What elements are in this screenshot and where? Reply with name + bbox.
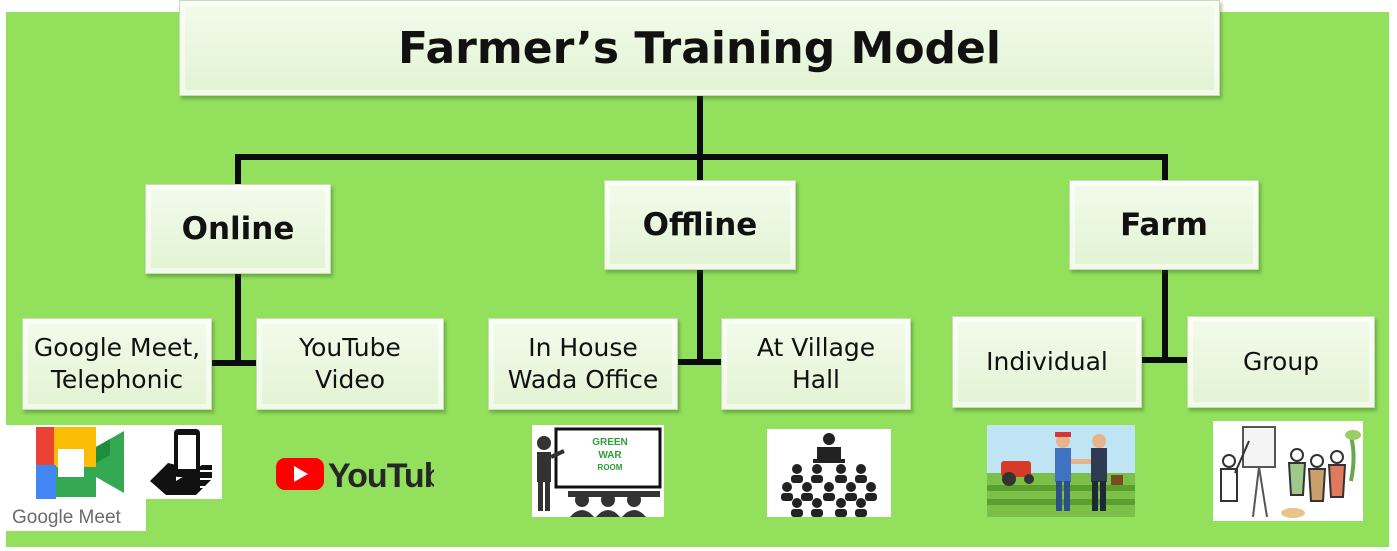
group-training-icon: [1213, 421, 1363, 521]
connector-offline-branch: [677, 359, 722, 365]
google-meet-wordmark: Google Meet: [12, 507, 122, 528]
leaf-group: Group: [1187, 316, 1375, 408]
connector-farm-down: [1162, 154, 1168, 180]
whiteboard-line: WAR: [598, 450, 622, 461]
leaf-individual: Individual: [952, 316, 1142, 408]
leaf-line: Wada Office: [507, 365, 659, 394]
leaf-in-house-wada-office: In House Wada Office: [488, 318, 678, 410]
phone-in-hand-icon: [146, 425, 222, 499]
connector-online-stem: [235, 274, 241, 366]
leaf-line: Hall: [791, 365, 840, 394]
connector-offline-stem: [697, 270, 703, 365]
farmer-handshake-icon: [987, 425, 1135, 517]
leaf-line: Telephonic: [50, 365, 184, 394]
leaf-line: In House: [528, 333, 638, 362]
category-farm: Farm: [1069, 180, 1259, 270]
youtube-logo-icon: YouTube: [274, 454, 462, 495]
connector-farm-branch: [1141, 357, 1188, 363]
google-meet-logo-icon: Google Meet: [6, 425, 146, 531]
connector-online-branch: [211, 360, 257, 366]
leaf-at-village-hall: At Village Hall: [721, 318, 911, 410]
audience-hall-icon: [767, 429, 891, 517]
whiteboard-line: GREEN: [592, 437, 628, 448]
whiteboard-line: ROOM: [598, 463, 623, 472]
category-online: Online: [145, 184, 331, 274]
diagram-title: Farmer’s Training Model: [179, 0, 1220, 96]
leaf-line: Video: [314, 365, 386, 394]
leaf-youtube-video: YouTube Video: [256, 318, 444, 410]
leaf-line: Group: [1242, 347, 1320, 376]
leaf-google-meet-telephonic: Google Meet, Telephonic: [22, 318, 212, 410]
leaf-line: Google Meet,: [33, 333, 201, 362]
connector-root-vertical: [697, 96, 703, 160]
connector-farm-stem: [1162, 270, 1168, 363]
youtube-wordmark: YouTube: [328, 457, 434, 494]
presentation-whiteboard-icon: GREEN WAR ROOM: [532, 425, 664, 517]
leaf-line: At Village: [756, 333, 876, 362]
connector-online-down: [235, 154, 241, 184]
connector-offline-down: [697, 154, 703, 182]
leaf-line: Individual: [986, 347, 1108, 376]
category-offline: Offline: [604, 180, 796, 270]
leaf-line: YouTube: [299, 333, 401, 362]
